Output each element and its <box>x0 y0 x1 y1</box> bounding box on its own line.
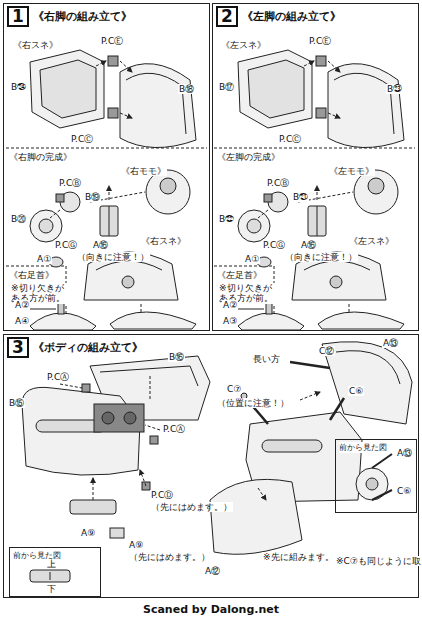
part-callout: B㉓ <box>386 84 403 94</box>
part-callout: 《右スネ》 <box>12 40 59 50</box>
part-callout: （向きに注意！） <box>76 252 150 262</box>
part-callout: 《左脚の完成》 <box>216 152 281 162</box>
part-callout: 《左足首》 <box>216 270 263 280</box>
watermark: Scaned by Dalong.net <box>142 604 280 617</box>
part-callout: A① <box>36 254 52 264</box>
part-callout: ※先に組みます。 <box>262 552 335 562</box>
part-callout: P.CⒺ <box>308 36 332 46</box>
step-panel: 1 《右脚の組み立て》 <box>3 3 210 331</box>
part-callout: C⑫ <box>318 346 335 356</box>
part-callout: A⑨ <box>128 540 144 550</box>
part-callout: 《左スネ》 <box>348 236 395 246</box>
part-callout: 下 <box>46 584 57 594</box>
part-callout: P.CⒼ <box>54 240 78 250</box>
part-callout: B⑯ <box>168 352 185 362</box>
part-callout: B⑱ <box>178 84 195 94</box>
part-callout: B⑲ <box>84 192 101 202</box>
part-callout: A⑫ <box>204 566 221 576</box>
part-callout: A① <box>244 254 260 264</box>
step-panel: 2 《左脚の組み立て》 <box>212 3 419 331</box>
part-callout: 《右足首》 <box>8 270 55 280</box>
part-callout: （位置に注意！） <box>216 398 290 408</box>
part-callout: 《左モモ》 <box>328 166 375 176</box>
part-callout: （向きに注意！） <box>284 252 358 262</box>
step-number: 1 <box>7 6 29 27</box>
step-number: 2 <box>216 6 238 27</box>
part-callout: A⑯ <box>300 240 317 250</box>
view-caption: 前から見た図 <box>339 442 387 453</box>
part-callout: C⑥ <box>396 486 412 496</box>
part-callout: B⑰ <box>218 82 235 92</box>
part-callout: 《右脚の完成》 <box>8 152 73 162</box>
part-callout: P.CⒶ <box>46 372 70 382</box>
part-callout: P.CⒶ <box>162 424 186 434</box>
part-callout: P.CⒺ <box>100 36 124 46</box>
part-callout: （先にはめます。） <box>128 552 211 562</box>
part-callout: A② <box>222 300 238 310</box>
part-callout: P.CⒷ <box>58 178 82 188</box>
part-callout: B⑮ <box>8 398 25 408</box>
part-callout: A⑬ <box>396 448 413 458</box>
step-title: 《右脚の組み立て》 <box>33 9 132 24</box>
part-callout: P.CⒹ <box>150 490 174 500</box>
step-number: 3 <box>7 337 29 358</box>
part-callout: 《右スネ》 <box>140 236 187 246</box>
part-callout: ※C⑦も同じように取り付けます。 <box>335 556 419 566</box>
part-callout: B㉒ <box>218 214 235 224</box>
part-callout: A⑬ <box>382 338 399 348</box>
part-callout: B⑳ <box>10 214 27 224</box>
part-callout: A④ <box>14 316 30 326</box>
part-callout: 長い方 <box>252 354 281 364</box>
step-title: 《ボディの組み立て》 <box>33 340 143 355</box>
part-callout: A② <box>14 300 30 310</box>
part-callout: 《左スネ》 <box>220 40 267 50</box>
part-callout: C⑥ <box>348 386 364 396</box>
part-callout: P.CⒸ <box>70 134 94 144</box>
part-callout: 上 <box>46 559 57 569</box>
part-callout: B㉔ <box>10 82 27 92</box>
part-callout: （先にはめます。） <box>150 502 233 512</box>
part-callout: A⑯ <box>92 240 109 250</box>
step-title: 《左脚の組み立て》 <box>242 9 341 24</box>
part-callout: P.CⒼ <box>262 240 286 250</box>
part-callout: B㉑ <box>292 192 309 202</box>
part-callout: 《右モモ》 <box>120 166 167 176</box>
part-callout: P.CⒷ <box>266 178 290 188</box>
part-callout: A⑨ <box>80 528 96 538</box>
part-callout: A③ <box>222 316 238 326</box>
part-callout: P.CⒸ <box>278 134 302 144</box>
part-callout: C⑦ <box>226 384 242 394</box>
